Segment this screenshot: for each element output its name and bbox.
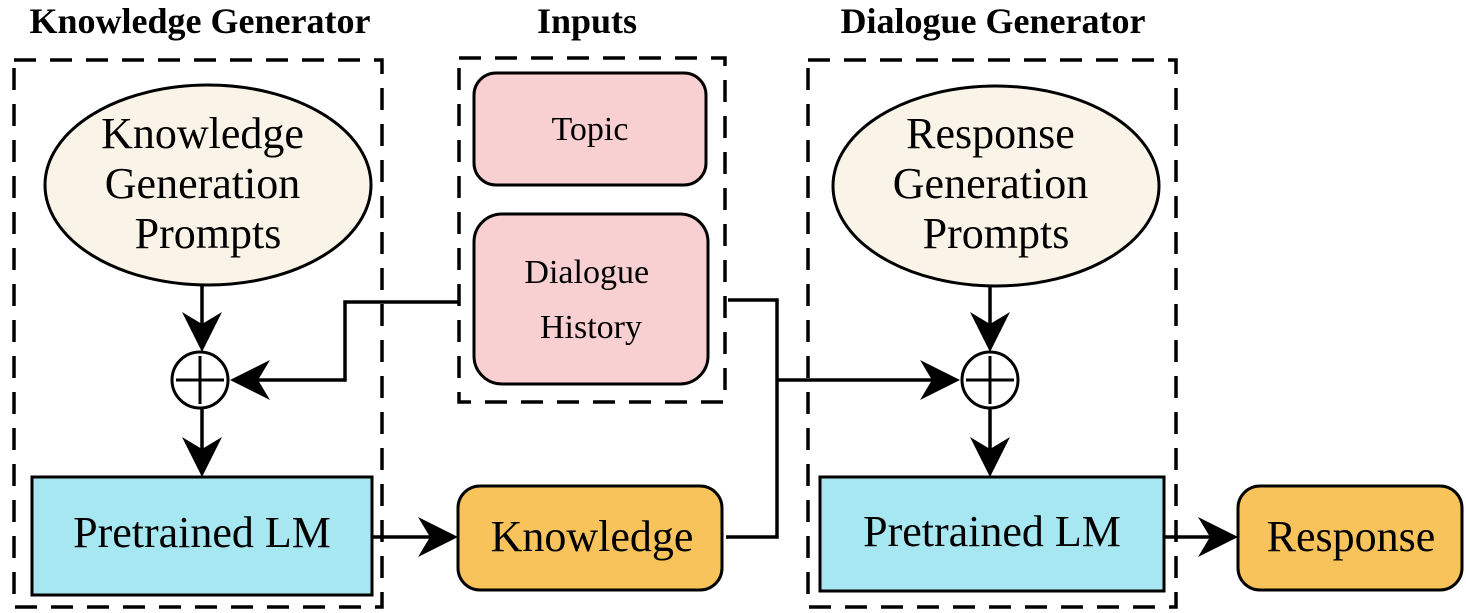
knowledge-prompts-label: Knowledge Generation Prompts [101, 109, 315, 258]
dialogue-lm-label: Pretrained LM [863, 507, 1121, 556]
response-generation-prompts-node [831, 84, 1161, 288]
dialogue-pretrained-lm-node [818, 475, 1166, 593]
knowledge-node [456, 484, 724, 592]
topic-label: Topic [552, 111, 629, 148]
dialogue-history-node [472, 212, 710, 386]
knowledge-combine-icon [170, 350, 230, 410]
topic-node [472, 71, 708, 187]
dialogue-generator-title: Dialogue Generator [841, 1, 1146, 41]
dialogue-generator-group [806, 58, 1178, 609]
knowledge-label: Knowledge [491, 512, 694, 561]
response-label: Response [1267, 512, 1436, 561]
knowledge-generator-title: Knowledge Generator [30, 1, 371, 41]
response-prompts-label: Response Generation Prompts [893, 109, 1099, 258]
knowledge-generation-prompts-node [43, 83, 373, 287]
response-node [1236, 484, 1464, 592]
arrow-history-to-kcombine [230, 300, 458, 400]
response-combine-icon [960, 350, 1020, 410]
connector-history-to-junction [728, 298, 779, 380]
connector-knowledge-to-junction [726, 380, 779, 539]
inputs-title: Inputs [537, 1, 637, 41]
knowledge-lm-label: Pretrained LM [73, 508, 331, 557]
inputs-group [457, 56, 727, 404]
dialogue-history-label: Dialogue History [524, 254, 657, 346]
knowledge-generator-group [12, 58, 384, 609]
knowledge-pretrained-lm-node [30, 475, 374, 597]
